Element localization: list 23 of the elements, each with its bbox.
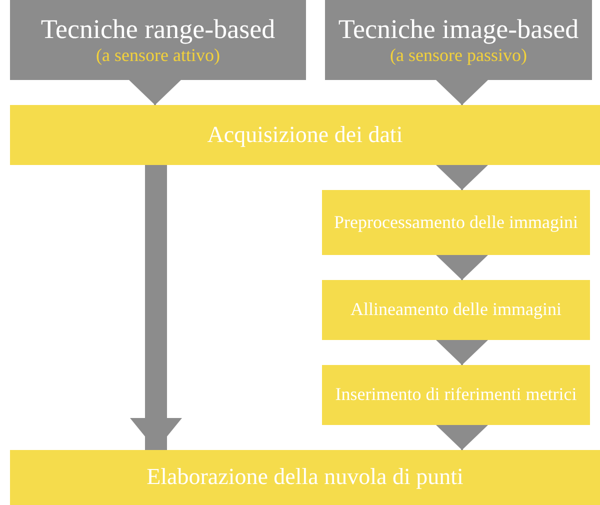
arrow	[436, 340, 488, 365]
header-box	[325, 0, 592, 80]
arrow	[436, 255, 488, 280]
node-subtitle: (a sensore passivo)	[390, 44, 527, 66]
arrow	[436, 425, 488, 450]
header-box	[10, 0, 306, 80]
arrow	[129, 80, 181, 105]
node-title: Acquisizione dei dati	[206, 122, 404, 148]
node-title: Preprocessamento delle immagini	[333, 210, 579, 234]
arrow	[436, 80, 488, 105]
process-box	[322, 365, 590, 425]
arrow	[130, 165, 182, 450]
node-title: Inserimento di riferimenti metrici	[334, 383, 578, 406]
node-title: Elaborazione della nuvola di punti	[146, 464, 464, 491]
node-title: Tecniche image-based	[337, 14, 580, 45]
stage-band	[10, 450, 600, 505]
process-box	[322, 280, 590, 340]
node-subtitle: (a sensore attivo)	[96, 44, 220, 66]
arrow	[436, 165, 488, 190]
stage-band	[10, 105, 600, 165]
process-box	[322, 190, 590, 255]
node-title: Allineamento delle immagini	[350, 298, 562, 322]
node-title: Tecniche range-based	[40, 14, 276, 45]
